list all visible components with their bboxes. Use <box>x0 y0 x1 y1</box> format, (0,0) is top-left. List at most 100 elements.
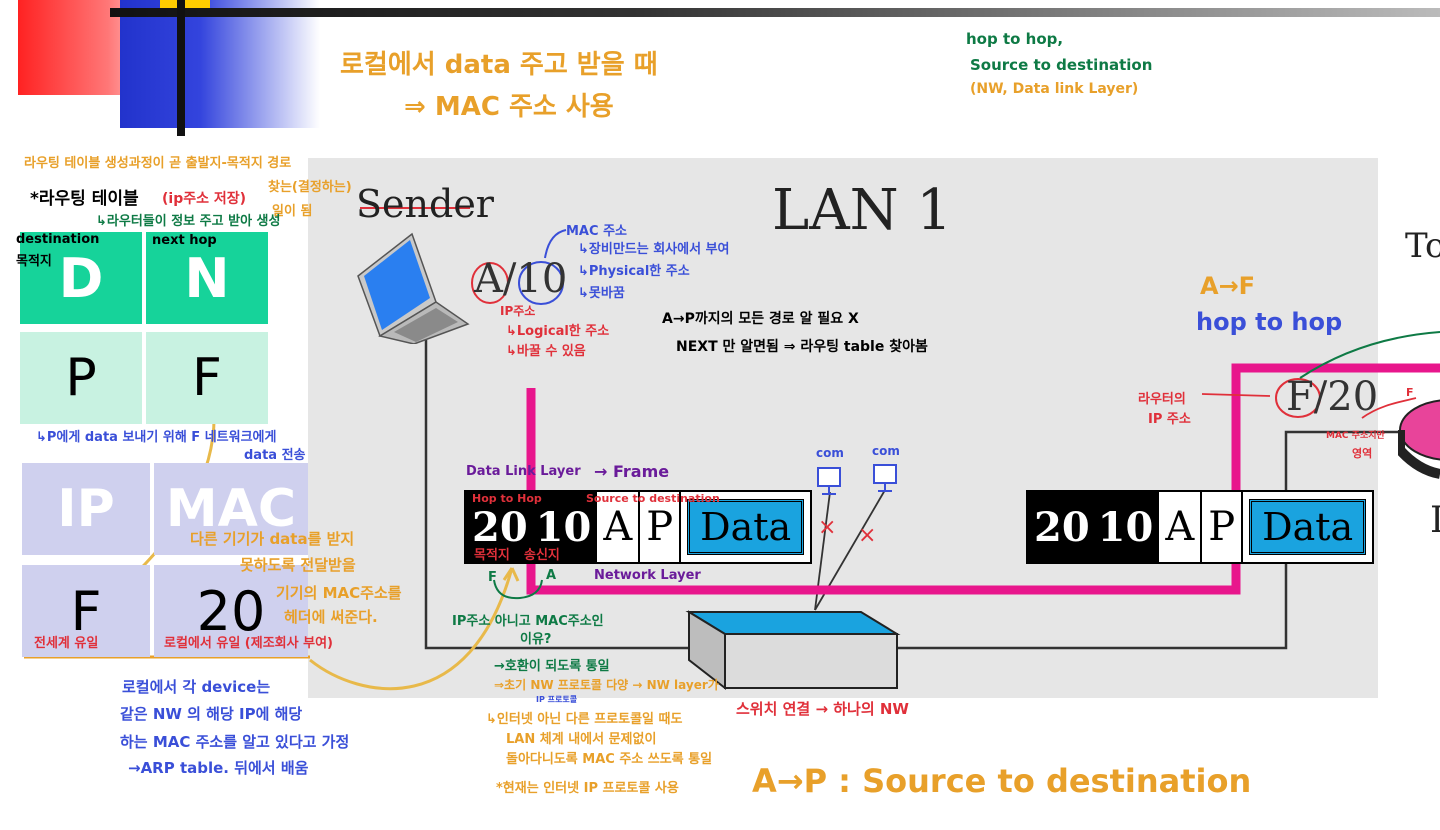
note-mac-3: 기기의 MAC주소를 <box>276 584 402 602</box>
note-network-layer: Network Layer <box>594 568 701 583</box>
note-ip-addr-2: ↳바꿀 수 있음 <box>506 344 586 359</box>
note-arp-4: →ARP table. 뒤에서 배움 <box>128 759 309 777</box>
lan-title: LAN 1 <box>772 178 953 243</box>
note-dll: Data Link Layer <box>466 464 581 479</box>
green-brace <box>493 579 543 600</box>
note-top-right-3: (NW, Data link Layer) <box>970 81 1139 97</box>
note-mac-small-2: 영역 <box>1352 447 1373 460</box>
note-reason-5: 돌아다니도록 MAC 주소 쓰도록 통일 <box>506 752 713 767</box>
host-mac-label: 10 <box>516 256 568 302</box>
note-a-to-f: A→F <box>1200 272 1256 300</box>
note-top-center-1: 로컬에서 data 주고 받을 때 <box>340 50 658 80</box>
note-a-label: A <box>546 568 557 583</box>
host-ip-label: A <box>474 256 503 302</box>
lan-panel <box>308 158 1378 698</box>
note-reason-3: ↳인터넷 아닌 다른 프로토콜일 때도 <box>486 712 683 727</box>
note-global-unique: 전세계 유일 <box>34 636 99 651</box>
note-mac-addr-2: ↳Physical한 주소 <box>578 264 690 279</box>
note-why-1: IP주소 아니고 MAC주소인 <box>452 614 604 629</box>
note-arp-3: 하는 MAC 주소를 알고 있다고 가정 <box>120 733 350 751</box>
note-next-hop: next hop <box>152 233 217 248</box>
routing-head-n: N <box>146 232 268 324</box>
note-frame: → Frame <box>594 462 670 481</box>
cross-mark-1: × <box>818 515 836 540</box>
note-mac-small-1: MAC 주소지만 <box>1326 431 1385 441</box>
decorative-top-bar <box>110 8 1440 17</box>
router-mac-label: 20 <box>1327 374 1379 420</box>
host-address: A/10 <box>474 256 568 302</box>
note-reason-small: IP 프로토콜 <box>536 695 578 704</box>
packet-right-dst-ip: P <box>1202 492 1244 562</box>
routing-cell-p: P <box>20 332 142 424</box>
note-path-1: A→P까지의 모든 경로 알 필요 X <box>662 311 859 327</box>
note-top-right-1: hop to hop, <box>966 30 1064 48</box>
router-ip-label: F <box>1286 374 1314 420</box>
note-reason-6: *현재는 인터넷 IP 프로토콜 사용 <box>496 781 679 796</box>
packet-left-dst-ip: P <box>640 492 682 562</box>
orange-arrow-packet <box>309 567 514 691</box>
laptop-icon <box>357 232 470 344</box>
note-mac-addr-3: ↳못바꿈 <box>578 286 625 301</box>
packet-left-src-ip: A <box>597 492 641 562</box>
label-com-2: com <box>872 444 900 458</box>
note-reason-1: →호환이 되도록 통일 <box>494 659 610 674</box>
note-f-label: F <box>488 570 497 585</box>
ipmac-head-mac: MAC <box>154 463 308 555</box>
note-why-2: 이유? <box>520 632 552 647</box>
note-routing-table-sub: (ip주소 저장) <box>162 191 247 207</box>
packet-right-dst-mac: 20 <box>1034 503 1090 551</box>
note-mac-addr-1: ↳장비만드는 회사에서 부여 <box>578 242 730 257</box>
note-send-to-f-2: data 전송 <box>244 448 306 463</box>
note-routing-table-title: *라우팅 테이블 <box>30 189 139 209</box>
note-destination: destination <box>16 232 100 247</box>
note-routing-3: 일이 됨 <box>272 204 313 219</box>
note-router-ip-1: 라우터의 <box>1138 392 1186 407</box>
note-local-unique: 로컬에서 유일 (제조회사 부여) <box>164 636 333 651</box>
note-hop-to-hop: hop to hop <box>1196 308 1343 336</box>
note-ip-addr-1: ↳Logical한 주소 <box>506 324 610 339</box>
note-routing-1: 라우팅 테이블 생성과정이 곧 출발지-목적지 경로 <box>24 156 292 171</box>
note-mac-2: 못하도록 전달받을 <box>240 556 356 574</box>
note-top-right-2: Source to destination <box>970 56 1153 74</box>
switch-icon <box>685 610 901 691</box>
decorative-blue-block <box>120 0 320 128</box>
decorative-yellow-bar <box>160 0 210 10</box>
ipmac-head-ip: IP <box>22 463 150 555</box>
packet-right-src-mac: 10 <box>1097 503 1154 551</box>
note-dst-kr: 목적지 <box>474 548 510 563</box>
ip-circle <box>471 262 509 304</box>
sender-label: Sender <box>356 182 494 226</box>
note-arp-1: 로컬에서 각 device는 <box>122 678 271 696</box>
note-send-to-f-1: ↳P에게 data 보내기 위해 F 네트워크에게 <box>36 430 277 445</box>
note-mac-addr: MAC 주소 <box>566 224 627 239</box>
note-routing-from: ↳라우터들이 정보 주고 받아 생성 <box>96 214 281 229</box>
note-router-ip-2: IP 주소 <box>1148 412 1191 427</box>
routing-cell-f: F <box>146 332 268 424</box>
note-reason-4: LAN 체계 내에서 문제없이 <box>506 732 657 747</box>
note-src-to-dst-small: Source to destination <box>586 492 720 505</box>
note-reason-2: ⇒초기 NW 프로토콜 다양 → NW layer가 <box>494 678 719 692</box>
note-routing-2: 찾는(결정하는) <box>268 180 352 195</box>
note-ip-addr: IP주소 <box>500 304 536 318</box>
note-mac-4: 헤더에 써준다. <box>284 608 378 626</box>
note-path-2: NEXT 만 알면됨 ⇒ 라우팅 table 찾아봄 <box>676 339 928 355</box>
computer-icon-2 <box>873 464 897 492</box>
to-label: To <box>1405 226 1440 266</box>
routing-head-d: D <box>20 232 142 324</box>
note-arp-2: 같은 NW 의 해당 IP에 해당 <box>120 705 303 723</box>
note-mac-1: 다른 기기가 data를 받지 <box>190 530 355 548</box>
note-switch: 스위치 연결 → 하나의 NW <box>736 700 909 718</box>
decorative-vertical-bar <box>177 0 185 136</box>
ipmac-cell-20: 20 <box>154 565 308 657</box>
packet-right-data: Data <box>1249 499 1367 555</box>
router-ip-circle <box>1275 378 1321 418</box>
note-bottom: A→P : Source to destination <box>752 762 1252 800</box>
note-f-small: F <box>1406 386 1414 399</box>
laptop-cable <box>424 340 690 650</box>
packet-left-dst-mac: 20 <box>472 503 528 551</box>
packet-left-data: Data <box>687 499 805 555</box>
packet-right-src-ip: A <box>1159 492 1203 562</box>
